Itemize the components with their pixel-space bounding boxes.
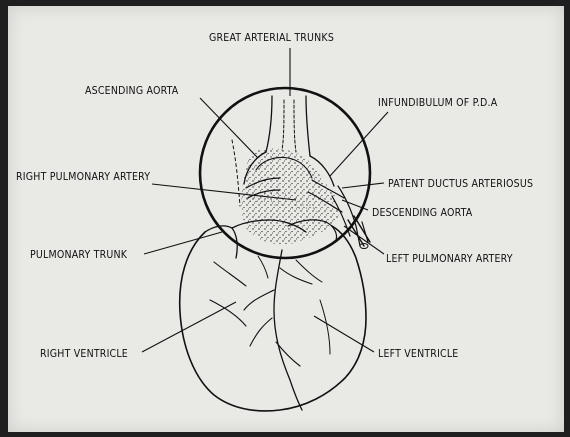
label-descending-aorta: DESCENDING AORTA — [372, 207, 473, 219]
label-left-pulmonary-artery: LEFT PULMONARY ARTERY — [386, 253, 513, 265]
heart-outline — [180, 226, 366, 411]
vessel-stipple — [240, 149, 339, 245]
label-great-arterial-trunks: GREAT ARTERIAL TRUNKS — [209, 32, 334, 44]
label-right-ventricle: RIGHT VENTRICLE — [40, 348, 128, 360]
label-patent-ductus: PATENT DUCTUS ARTERIOSUS — [388, 178, 533, 190]
label-left-ventricle: LEFT VENTRICLE — [378, 348, 458, 360]
label-right-pulmonary-artery: RIGHT PULMONARY ARTERY — [16, 171, 150, 183]
label-ascending-aorta: ASCENDING AORTA — [85, 85, 179, 97]
label-pulmonary-trunk: PULMONARY TRUNK — [30, 249, 128, 261]
label-infundibulum: INFUNDIBULUM OF P.D.A — [378, 97, 498, 109]
